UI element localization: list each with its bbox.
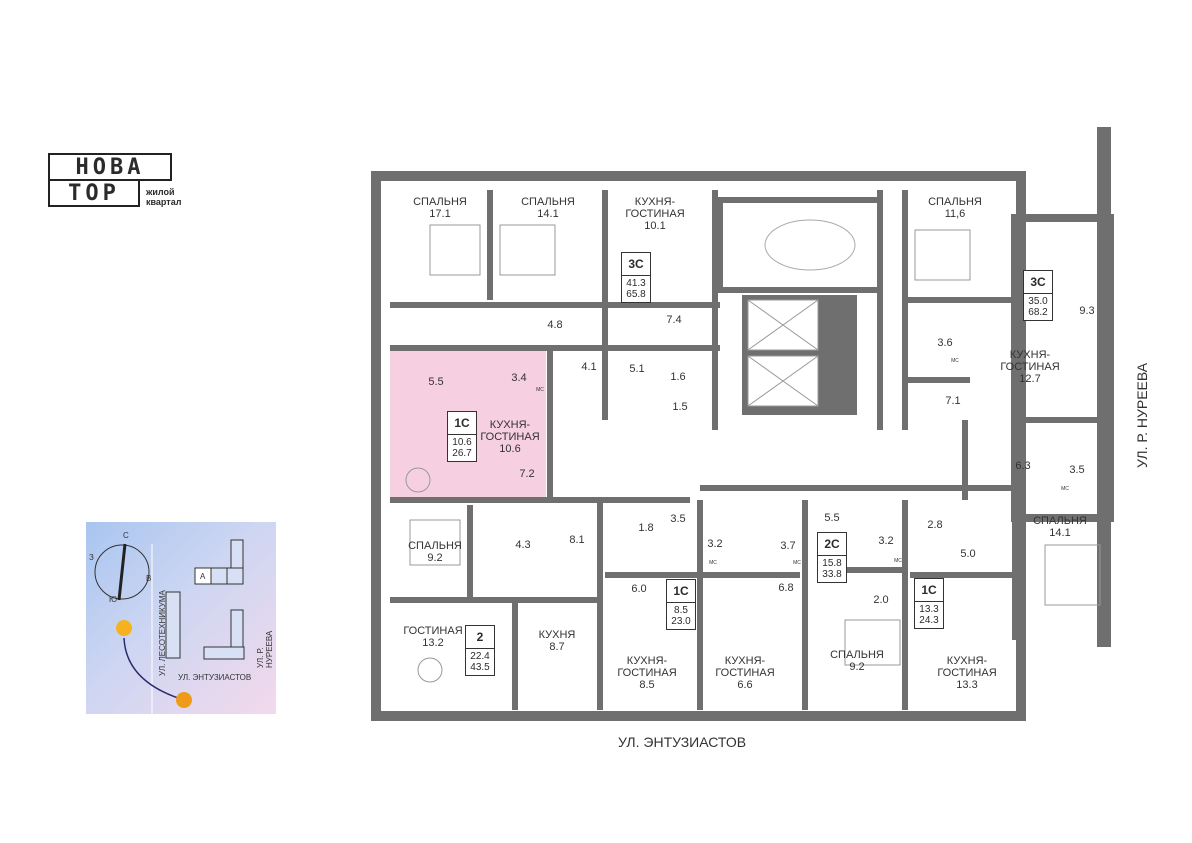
compass-east: В [146,574,152,583]
area-number: 1.5 [672,401,688,413]
area-number: 2.8 [927,519,943,531]
site-plan-inset: С З В Ю А УЛ. ЛЕСОТЕХНИКУМА УЛ. Р. НУРЕЕ… [86,522,276,714]
area-number: 8.1 [569,534,585,546]
inset-street2: УЛ. Р. НУРЕЕВА [256,630,274,668]
stair-core [717,197,883,293]
sun-path [123,637,185,701]
sun-icon [176,692,192,708]
logo-line2: ТОР [48,179,140,207]
stair-well [764,219,856,271]
street-right: УЛ. Р. НУРЕЕВА [1134,362,1150,468]
logo-subtitle: жилой квартал [146,187,181,207]
elevator-2-cross-b [747,355,819,407]
east-column [1097,127,1111,647]
area-number: 3.5 [1069,464,1085,476]
inset-street3: УЛ. ЭНТУЗИАСТОВ [178,673,252,682]
area-number: 7.4 [666,314,682,326]
area-number: 4.1 [581,361,597,373]
compass-drawing [94,539,245,714]
area-number: 5.5 [428,376,444,388]
area-number: 5.0 [960,548,976,560]
inset-street1: УЛ. ЛЕСОТЕХНИКУМА [158,590,167,676]
area-number: 6.0 [631,583,647,595]
wc-label: МС [709,560,717,566]
area-number: 3.5 [670,513,686,525]
wc-label: МС [951,358,959,364]
logo-sub1: жилой [146,187,175,197]
block-label: А [200,572,206,581]
wc-label: МС [894,558,902,564]
area-number: 1.8 [638,522,654,534]
area-number: 5.1 [629,363,645,375]
street-bottom: УЛ. ЭНТУЗИАСТОВ [618,734,747,750]
area-number: 7.1 [945,395,961,407]
wc-label: МС [793,560,801,566]
interior-walls [390,190,1105,710]
logo: НОВА ТОР жилой квартал [48,153,181,207]
compass-ring [94,544,150,600]
sun-icon [116,620,132,636]
compass-south: Ю [109,595,118,604]
area-number: 3.4 [511,372,527,384]
area-number: 6.3 [1015,460,1031,472]
area-number: 3.7 [780,540,796,552]
wc-label: МС [536,387,544,393]
compass-needle [117,543,127,601]
furniture [405,224,1101,683]
area-number: 9.3 [1079,305,1095,317]
area-number: 2.0 [873,594,889,606]
area-number: 3.2 [878,535,894,547]
compass-west: З [89,553,94,562]
wc-label: МС [1061,486,1069,492]
area-number: 3.2 [707,538,723,550]
area-number: 4.3 [515,539,531,551]
block-shapes [165,539,245,660]
area-number: 4.8 [547,319,563,331]
elevator-1-cross-b [747,299,819,351]
logo-sub2: квартал [146,197,182,207]
area-number: 5.5 [824,512,840,524]
area-number: 3.6 [937,337,953,349]
area-number: 6.8 [778,582,794,594]
area-number: 1.6 [670,371,686,383]
outer-wall [371,171,1026,721]
area-number: 7.2 [519,468,535,480]
compass-north: С [123,531,129,540]
